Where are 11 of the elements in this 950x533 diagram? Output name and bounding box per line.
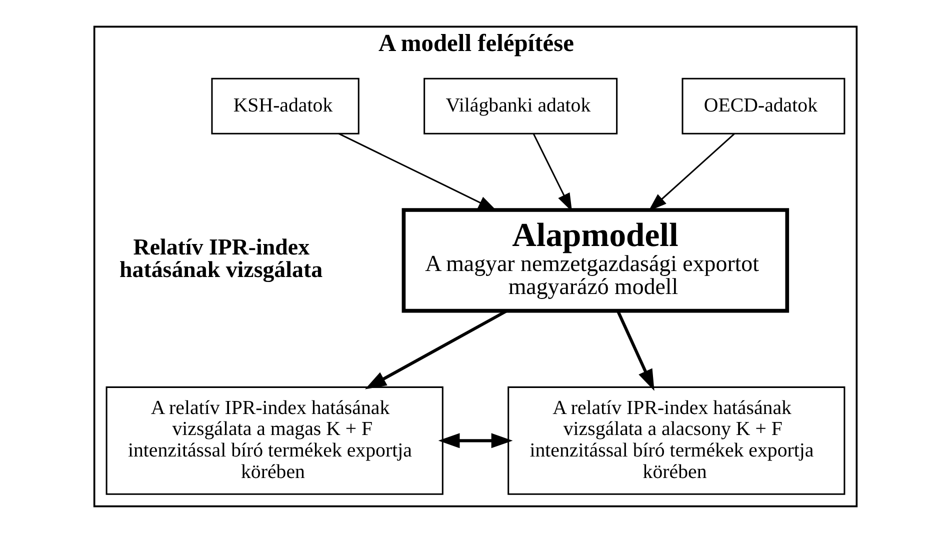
arrow: [616, 310, 654, 391]
node-box: OECD-adatok: [681, 78, 845, 134]
node-box: A relatív IPR-index hatásának vizsgálata a alacsony K + F intenzitással bíró termékek exportja körében: [507, 386, 845, 495]
arrow: [648, 133, 734, 212]
arrow: [338, 132, 496, 211]
label: Relatív IPR-index hatásának vizsgálata: [119, 234, 322, 282]
node-box: A relatív IPR-index hatásának vizsgálata a magas K + F intenzitással bíró termékek exportja körében: [105, 386, 443, 495]
arrow: [438, 433, 512, 448]
node-box: KSH-adatok: [210, 78, 359, 134]
node-box: Alapmodell A magyar nemzetgazdasági exportot magyarázó modell: [401, 208, 789, 313]
node-box: Világbanki adatok: [423, 78, 618, 134]
